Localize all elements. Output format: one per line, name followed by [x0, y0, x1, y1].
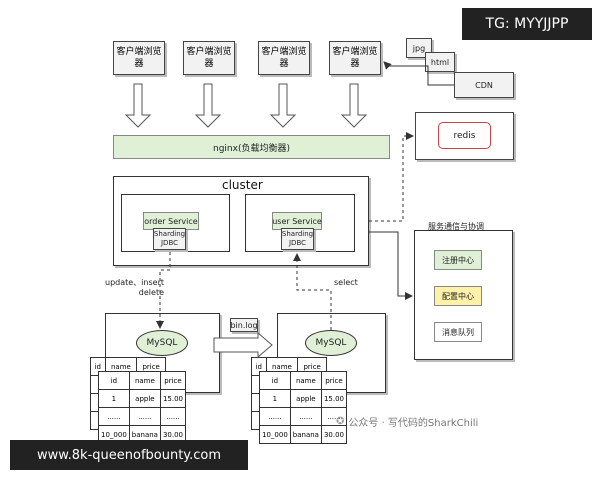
client-browser-4: 客户端浏览器 — [329, 41, 381, 75]
registry-center: 注册中心 — [434, 250, 482, 270]
user-sharding-jdbc: Sharding JDBC — [281, 228, 314, 250]
table-header-cell: id — [98, 371, 130, 390]
table-row: .................. — [259, 407, 348, 426]
table-header-cell: name — [289, 371, 322, 390]
html-asset: html — [425, 52, 455, 72]
client-browser-3: 客户端浏览器 — [258, 41, 310, 75]
mysql-primary: MySQL — [136, 330, 188, 356]
binlog-replication-arrow — [213, 331, 273, 359]
table-header-cell: price — [159, 371, 187, 390]
client-browser-1: 客户端浏览器 — [113, 41, 165, 75]
redis-box: redis — [438, 122, 491, 149]
table-header-cell: name — [128, 371, 161, 390]
config-center: 配置中心 — [434, 286, 482, 306]
client-browser-2: 客户端浏览器 — [183, 41, 235, 75]
binlog-label: bin.log — [230, 318, 258, 332]
table-header-cell: id — [259, 371, 291, 390]
cluster-title: cluster — [222, 178, 263, 192]
nginx-load-balancer: nginx(负载均衡器) — [113, 135, 390, 159]
mysql-replica: MySQL — [305, 330, 357, 356]
cluster-to-coordination-arrow — [369, 231, 413, 300]
write-operations-label: update、insert delete — [105, 278, 164, 297]
order-sharding-jdbc: Sharding JDBC — [153, 228, 186, 250]
coordination-title: 服务通信与协调 — [428, 222, 484, 231]
wechat-credit: ✪ 公众号 · 写代码的SharkChili — [336, 414, 478, 429]
credit-text: 公众号 · 写代码的SharkChili — [348, 418, 479, 429]
message-queue: 消息队列 — [434, 322, 482, 342]
watermark-bottom: www.8k-queenofbounty.com — [10, 440, 248, 470]
table-row: .................. — [98, 407, 187, 426]
browser-to-nginx-arrows — [124, 83, 368, 128]
read-operations-label: select — [334, 278, 358, 287]
watermark-top: TG: MYYJJPP — [462, 8, 592, 40]
table-header-cell: price — [320, 371, 348, 390]
cdn-box: CDN — [454, 72, 514, 98]
wechat-icon: ✪ — [336, 416, 345, 427]
